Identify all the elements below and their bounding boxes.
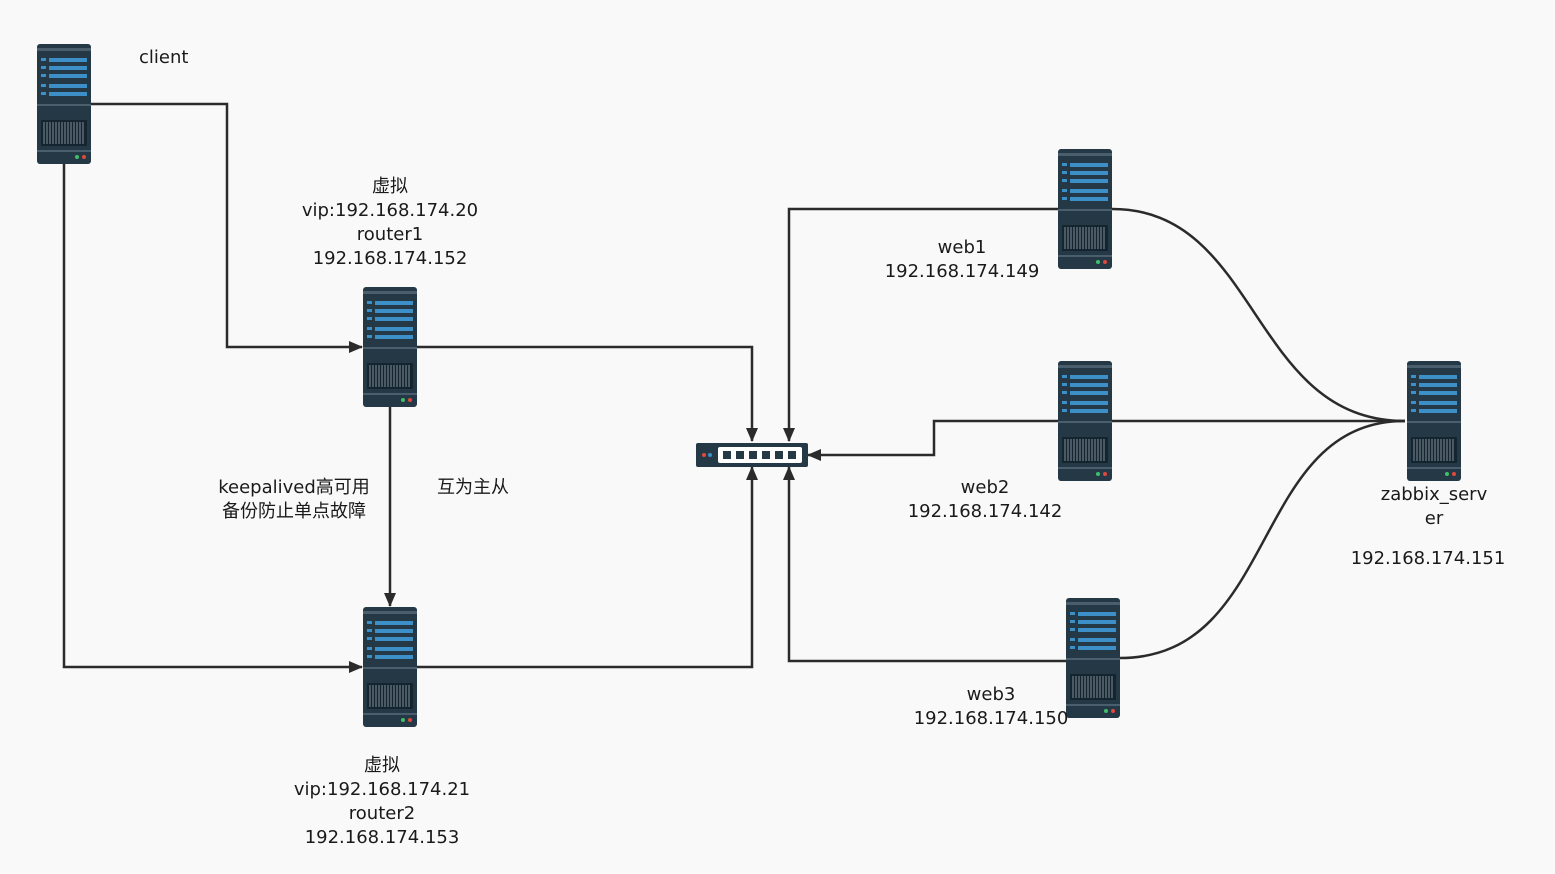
mutual-master-slave-note: 互为主从: [437, 477, 509, 498]
server-rack-icon: [362, 286, 418, 408]
edge-web3-switch: [783, 466, 1066, 663]
edge-router2-switch: [417, 466, 758, 669]
edge-client-router1: [91, 102, 363, 353]
network-switch-icon: [696, 443, 808, 467]
edge-router1-switch: [417, 345, 758, 442]
edge-web2-switch: [807, 419, 1058, 461]
keepalived-note: keepalived高可用 备份防止单点故障: [218, 477, 370, 522]
web2-label: web2 192.168.174.142: [907, 477, 1063, 522]
server-rack-icon: [1057, 148, 1113, 270]
server-rack-icon: [36, 43, 92, 165]
server-rack-icon: [1406, 360, 1462, 482]
router2-label: 虚拟 vip:192.168.174.21 router2 192.168.17…: [293, 755, 471, 848]
web1-label: web1 192.168.174.149: [884, 237, 1040, 282]
server-rack-icon: [362, 606, 418, 728]
edge-web1-switch: [783, 207, 1058, 442]
zabbix-server-label: zabbix_serv er: [1380, 484, 1488, 529]
server-rack-icon: [1057, 360, 1113, 482]
router1-label: 虚拟 vip:192.168.174.20 router1 192.168.17…: [301, 176, 479, 269]
edge-web3-zabbix: [1119, 419, 1406, 660]
client-label: client: [139, 47, 189, 68]
web3-label: web3 192.168.174.150: [913, 684, 1069, 729]
zabbix-ip-label: 192.168.174.151: [1350, 548, 1506, 569]
edge-client-router2: [62, 163, 363, 673]
edge-web1-zabbix: [1111, 207, 1406, 423]
